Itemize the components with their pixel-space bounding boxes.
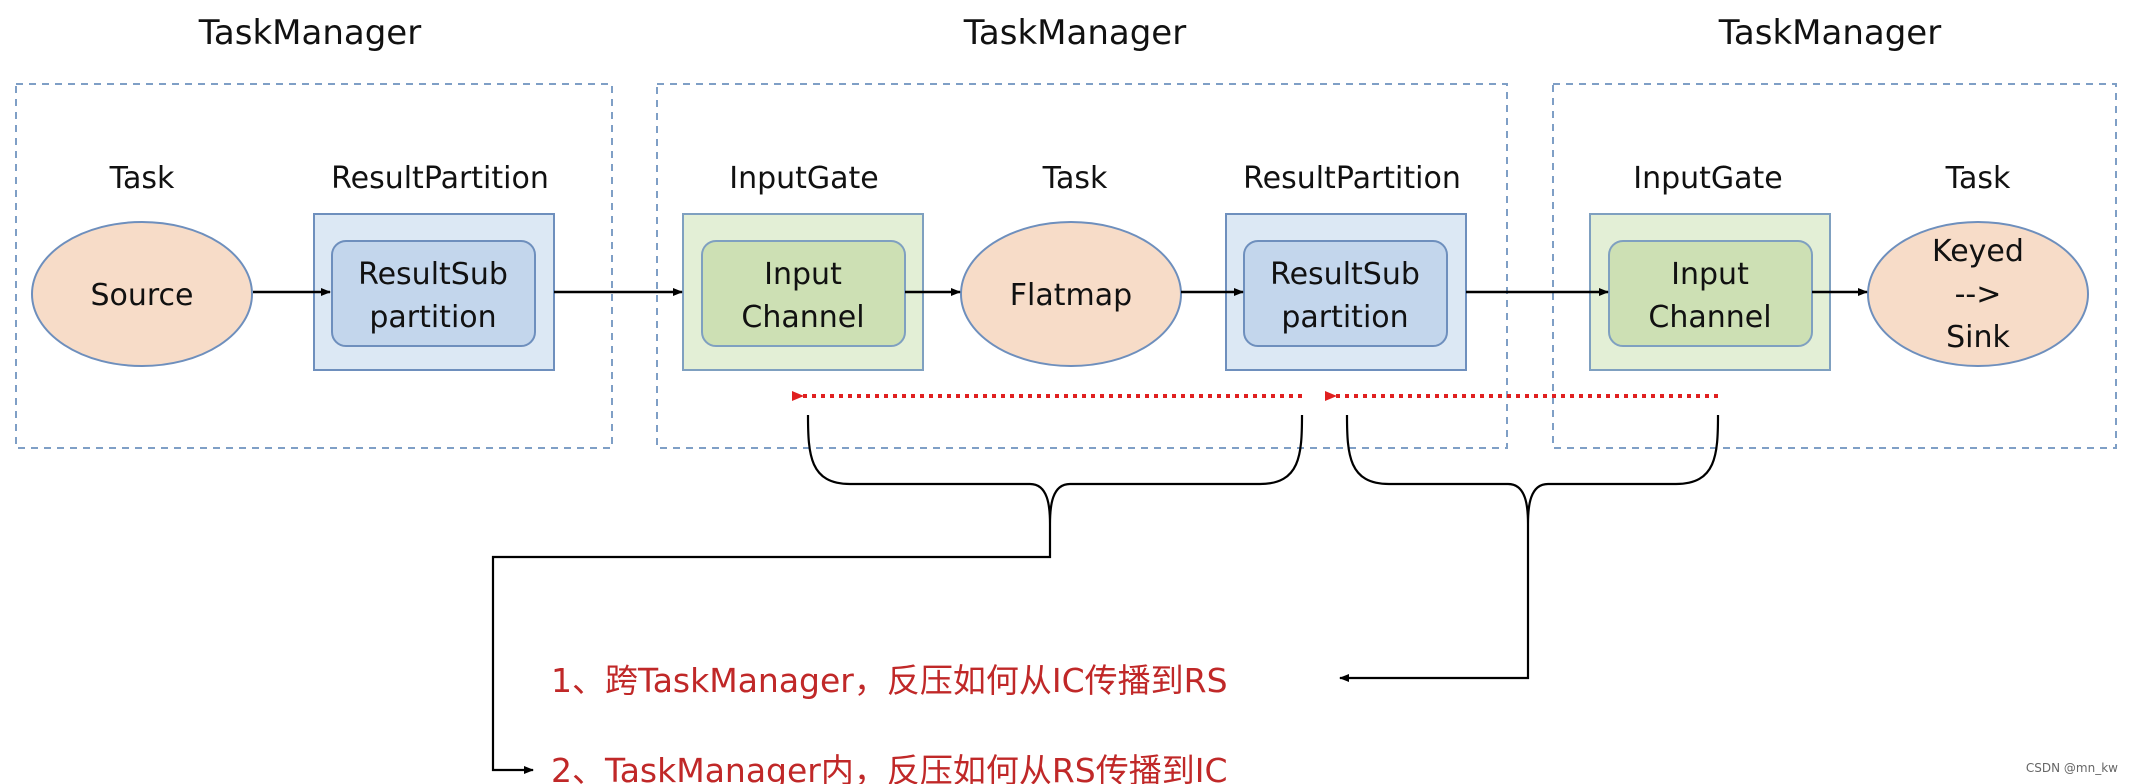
input-channel-node-2: Input Channel — [1589, 213, 1831, 371]
label-input-gate-1: InputGate — [729, 161, 879, 196]
label-result-partition-2: ResultPartition — [1243, 161, 1461, 196]
source-label: Source — [90, 278, 193, 313]
flatmap-label: Flatmap — [1010, 278, 1132, 313]
label-result-partition-1: ResultPartition — [331, 161, 549, 196]
result-subpartition-1-line1: ResultSub — [358, 257, 508, 292]
taskmanager-box-2 — [656, 83, 1508, 449]
label-task-1: Task — [109, 161, 175, 196]
taskmanager-title-2: TaskManager — [963, 13, 1186, 53]
label-input-gate-2: InputGate — [1633, 161, 1783, 196]
input-channel-node-1: Input Channel — [682, 213, 924, 371]
label-task-3: Task — [1945, 161, 2011, 196]
keyed-sink-line1: Keyed — [1932, 234, 2024, 269]
brace-within-tm — [806, 414, 1304, 525]
result-subpartition-2-line1: ResultSub — [1270, 257, 1420, 292]
connector-brace-to-note2 — [491, 524, 1052, 774]
brace-across-tm — [1345, 414, 1720, 525]
watermark: CSDN @mn_kw — [2026, 761, 2118, 775]
annotation-note-2: 2、TaskManager内，反压如何从RS传播到IC — [551, 751, 1228, 784]
keyed-sink-node: Keyed --> Sink — [1867, 221, 2089, 367]
input-channel-2-line1: Input — [1671, 257, 1749, 292]
result-subpartition-2-line2: partition — [1281, 300, 1408, 335]
taskmanager-title-3: TaskManager — [1718, 13, 1941, 53]
result-subpartition-1-line2: partition — [369, 300, 496, 335]
input-channel-1-line1: Input — [764, 257, 842, 292]
keyed-sink-line2: --> — [1955, 277, 2002, 312]
annotation-note-1: 1、跨TaskManager，反压如何从IC传播到RS — [551, 661, 1228, 700]
connector-brace-to-note1 — [1339, 524, 1530, 682]
keyed-sink-line3: Sink — [1946, 320, 2010, 355]
result-subpartition-node-1: ResultSub partition — [313, 213, 555, 371]
taskmanager-box-3 — [1552, 83, 2117, 449]
taskmanager-title-1: TaskManager — [198, 13, 421, 53]
input-channel-2-line2: Channel — [1648, 300, 1771, 335]
input-channel-1-line2: Channel — [741, 300, 864, 335]
result-subpartition-node-2: ResultSub partition — [1225, 213, 1467, 371]
flatmap-node: Flatmap — [960, 221, 1182, 367]
label-task-2: Task — [1042, 161, 1108, 196]
source-node: Source — [31, 221, 253, 367]
